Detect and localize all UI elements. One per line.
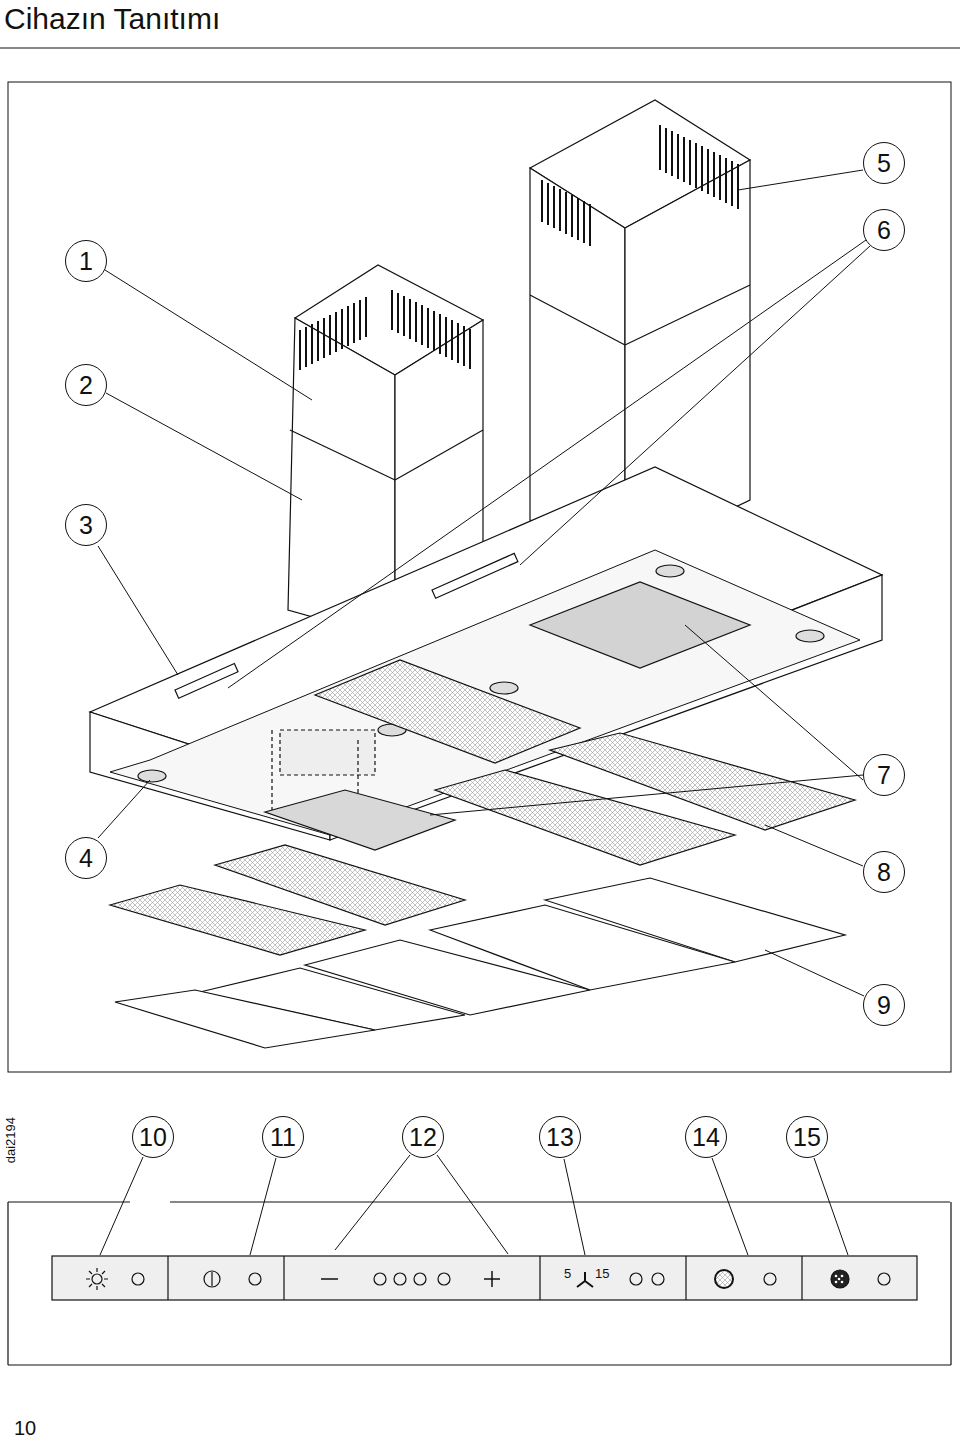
callout-number: 6: [877, 218, 891, 243]
page-number: 10: [14, 1418, 36, 1438]
callout-number: 12: [409, 1125, 437, 1150]
callout-number: 5: [877, 151, 891, 176]
callout-number: 13: [546, 1125, 574, 1150]
callout-circle: 6: [863, 209, 905, 251]
callout-circle: 15: [786, 1116, 828, 1158]
callout-circle: 8: [863, 851, 905, 893]
callout-number: 3: [79, 513, 93, 538]
callout-number: 7: [877, 763, 891, 788]
callout-number: 8: [877, 860, 891, 885]
callout-number: 9: [877, 993, 891, 1018]
callout-circle: 7: [863, 754, 905, 796]
callout-circle: 3: [65, 504, 107, 546]
callout-number: 4: [79, 846, 93, 871]
callout-circle: 9: [863, 984, 905, 1026]
page-title: Cihazın Tanıtımı: [4, 2, 220, 36]
callout-circle: 4: [65, 837, 107, 879]
fan-level-max: 15: [595, 1267, 609, 1280]
callout-circle: 2: [65, 364, 107, 406]
callout-number: 11: [270, 1125, 296, 1150]
callout-number: 1: [79, 249, 93, 274]
callout-circle: 1: [65, 240, 107, 282]
callout-circle: 5: [863, 142, 905, 184]
callout-circle: 13: [539, 1116, 581, 1158]
callout-circle: 10: [132, 1116, 174, 1158]
fan-level-min: 5: [564, 1267, 571, 1280]
callout-circle: 11: [262, 1116, 304, 1158]
callout-number: 15: [793, 1125, 821, 1150]
callout-number: 2: [79, 373, 93, 398]
callout-circle: 14: [685, 1116, 727, 1158]
callout-circle: 12: [402, 1116, 444, 1158]
callout-number: 10: [139, 1125, 167, 1150]
callout-number: 14: [692, 1125, 720, 1150]
drawing-code: dai2194: [4, 1117, 17, 1163]
